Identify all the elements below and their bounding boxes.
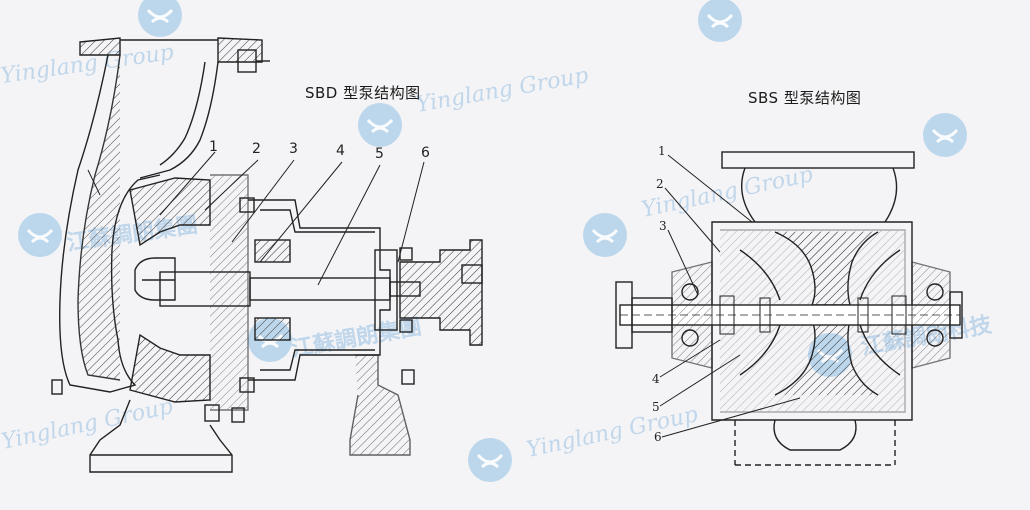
callout-label: 3 [289, 141, 298, 157]
watermark-logo-icon [923, 113, 967, 157]
sbd-diagram-title: SBD 型泵结构图 [305, 84, 421, 102]
discharge-flange [721, 151, 915, 169]
impeller-lower [129, 333, 211, 403]
callout-label: 5 [375, 146, 384, 162]
bearing [254, 239, 291, 263]
callout-label: 5 [652, 400, 660, 414]
bearing-housing [671, 261, 713, 369]
impeller-upper [129, 177, 211, 247]
bearing-cap [374, 249, 398, 331]
callout-label: 6 [421, 145, 430, 161]
bearing-frame-foot [349, 354, 411, 456]
bearing [254, 317, 291, 341]
callout-label: 4 [652, 372, 660, 386]
callout-label: 4 [336, 143, 345, 159]
sbs-diagram-title: SBS 型泵结构图 [748, 89, 862, 107]
bearing-housing [911, 261, 951, 369]
callout-label: 2 [252, 141, 261, 157]
callout-label: 6 [654, 430, 662, 444]
callout-label: 3 [659, 219, 667, 233]
callout-label: 1 [658, 144, 666, 158]
watermark-logo-icon [358, 103, 402, 147]
suction-nozzle [773, 419, 857, 451]
watermark-logo-icon [18, 213, 62, 257]
callout-label: 1 [209, 139, 218, 155]
callout-label: 2 [656, 177, 664, 191]
watermark-logo-icon [468, 438, 512, 482]
watermark-logo-icon [583, 213, 627, 257]
pump-foot [89, 399, 233, 473]
